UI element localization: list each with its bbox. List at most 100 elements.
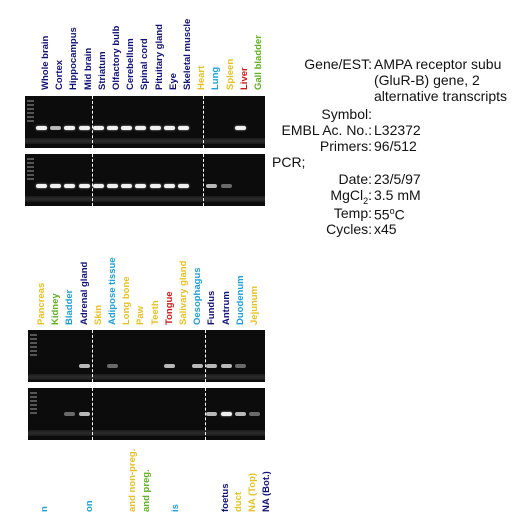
gel-band xyxy=(220,184,232,188)
mgcl2-key-text: MgCl xyxy=(330,187,364,203)
primers-key: Primers: xyxy=(319,138,372,154)
ladder-mark xyxy=(30,412,37,414)
gel-band xyxy=(107,126,118,130)
lane-label: and non-preg. xyxy=(127,448,138,512)
gel-band xyxy=(78,184,90,188)
temp-value-unit: C xyxy=(394,206,405,223)
temp-value-degree: o xyxy=(389,206,395,216)
lane-label: Skin xyxy=(92,304,104,325)
gel-band xyxy=(50,184,62,188)
gel-band xyxy=(163,364,175,368)
gene-value-line-3: alternative transcripts xyxy=(374,88,508,104)
gel-band xyxy=(107,184,118,188)
lane-label: Liver xyxy=(238,67,250,90)
lane-label: Lung xyxy=(210,66,222,90)
lane-label: NA (Top) xyxy=(247,472,258,512)
lane-divider xyxy=(203,96,204,148)
lane-label: Hippocampus xyxy=(68,27,80,90)
gel-band xyxy=(78,126,90,130)
lane-label: NA (Bot.) xyxy=(261,471,272,512)
date-key: Date: xyxy=(338,171,372,187)
ladder-mark xyxy=(30,404,37,406)
gel-band xyxy=(178,126,189,130)
gel-band xyxy=(220,412,232,416)
lane-label: Skeletal muscle xyxy=(182,18,193,90)
lane-label: Teeth xyxy=(149,300,161,325)
gel-band xyxy=(234,364,246,368)
lane-divider xyxy=(92,154,93,206)
gel-band xyxy=(64,184,76,188)
ladder-mark xyxy=(27,170,34,172)
mgcl2-key-colon: : xyxy=(368,187,372,203)
lane-label: Heart xyxy=(196,65,208,90)
gel-band xyxy=(92,184,104,188)
ladder-mark xyxy=(27,174,34,176)
gel-band xyxy=(234,126,246,130)
ladder-mark xyxy=(30,396,37,398)
ladder-mark xyxy=(30,408,37,410)
lane-divider xyxy=(92,330,93,382)
gel-band xyxy=(92,126,104,130)
ladder-mark xyxy=(27,120,34,122)
mgcl2-value: 3.5 mM xyxy=(374,187,421,203)
ladder-mark xyxy=(27,100,34,102)
lane-label: Antrum xyxy=(220,291,232,325)
gel-image-panel-2-top xyxy=(28,330,265,382)
ladder-mark xyxy=(30,350,37,352)
cycles-value: x45 xyxy=(374,221,397,237)
lane-label: Fundus xyxy=(206,290,218,325)
gel-band xyxy=(206,184,218,188)
ladder-mark xyxy=(27,158,34,160)
lane-divider xyxy=(203,154,204,206)
ladder-mark xyxy=(30,392,37,394)
mgcl2-key: MgCl2: xyxy=(330,187,372,209)
gel-band xyxy=(135,126,147,130)
ladder-mark xyxy=(27,178,34,180)
lane-label: is xyxy=(170,504,181,512)
lane-label: Salivary gland xyxy=(178,260,189,325)
lane-label: Whole brain xyxy=(40,35,51,90)
lane-label: Cerebellum xyxy=(125,38,137,90)
gel-band xyxy=(163,126,175,130)
lane-label: duct xyxy=(233,491,244,512)
primers-value: 96/512 xyxy=(374,138,417,154)
lane-divider xyxy=(205,330,206,382)
gene-value-line-2: (GluR-B) gene, 2 xyxy=(374,72,480,88)
gel-band xyxy=(163,184,175,188)
symbol-key: Symbol: xyxy=(321,106,372,122)
lane-label: Oesophagus xyxy=(192,267,204,325)
primer-front xyxy=(25,138,265,144)
cycles-key: Cycles: xyxy=(326,221,372,237)
ladder-mark xyxy=(30,342,37,344)
lane-label: Striatum xyxy=(96,51,108,90)
lane-label: Eye xyxy=(167,73,179,90)
lane-divider xyxy=(205,388,206,440)
gel-band xyxy=(220,364,232,368)
primer-front xyxy=(28,430,265,436)
gel-band xyxy=(192,364,204,368)
gel-band xyxy=(64,412,76,416)
primer-front xyxy=(28,374,265,380)
gel-band xyxy=(121,184,133,188)
gel-band xyxy=(78,412,90,416)
embl-value: L32372 xyxy=(374,122,421,138)
gel-band xyxy=(249,412,260,416)
gel-band xyxy=(149,184,161,188)
temp-key: Temp: xyxy=(333,205,372,221)
ladder-mark xyxy=(30,354,37,356)
mgcl2-key-subscript: 2 xyxy=(363,195,369,206)
lane-label: Tongue xyxy=(163,291,175,325)
gel-band xyxy=(36,126,47,130)
lane-label: Olfactory bulb xyxy=(111,25,122,90)
gel-band xyxy=(206,412,218,416)
embl-key: EMBL Ac. No.: xyxy=(281,122,372,138)
lane-label: Paw xyxy=(135,305,147,325)
lane-label: n xyxy=(39,506,50,512)
temp-value: 55oC xyxy=(374,203,405,223)
lane-divider xyxy=(92,388,93,440)
date-value: 23/5/97 xyxy=(374,171,421,187)
ladder-mark xyxy=(27,166,34,168)
gel-image-panel-2-bottom xyxy=(28,388,265,440)
lane-label: Spleen xyxy=(224,58,236,90)
gel-band xyxy=(178,184,189,188)
